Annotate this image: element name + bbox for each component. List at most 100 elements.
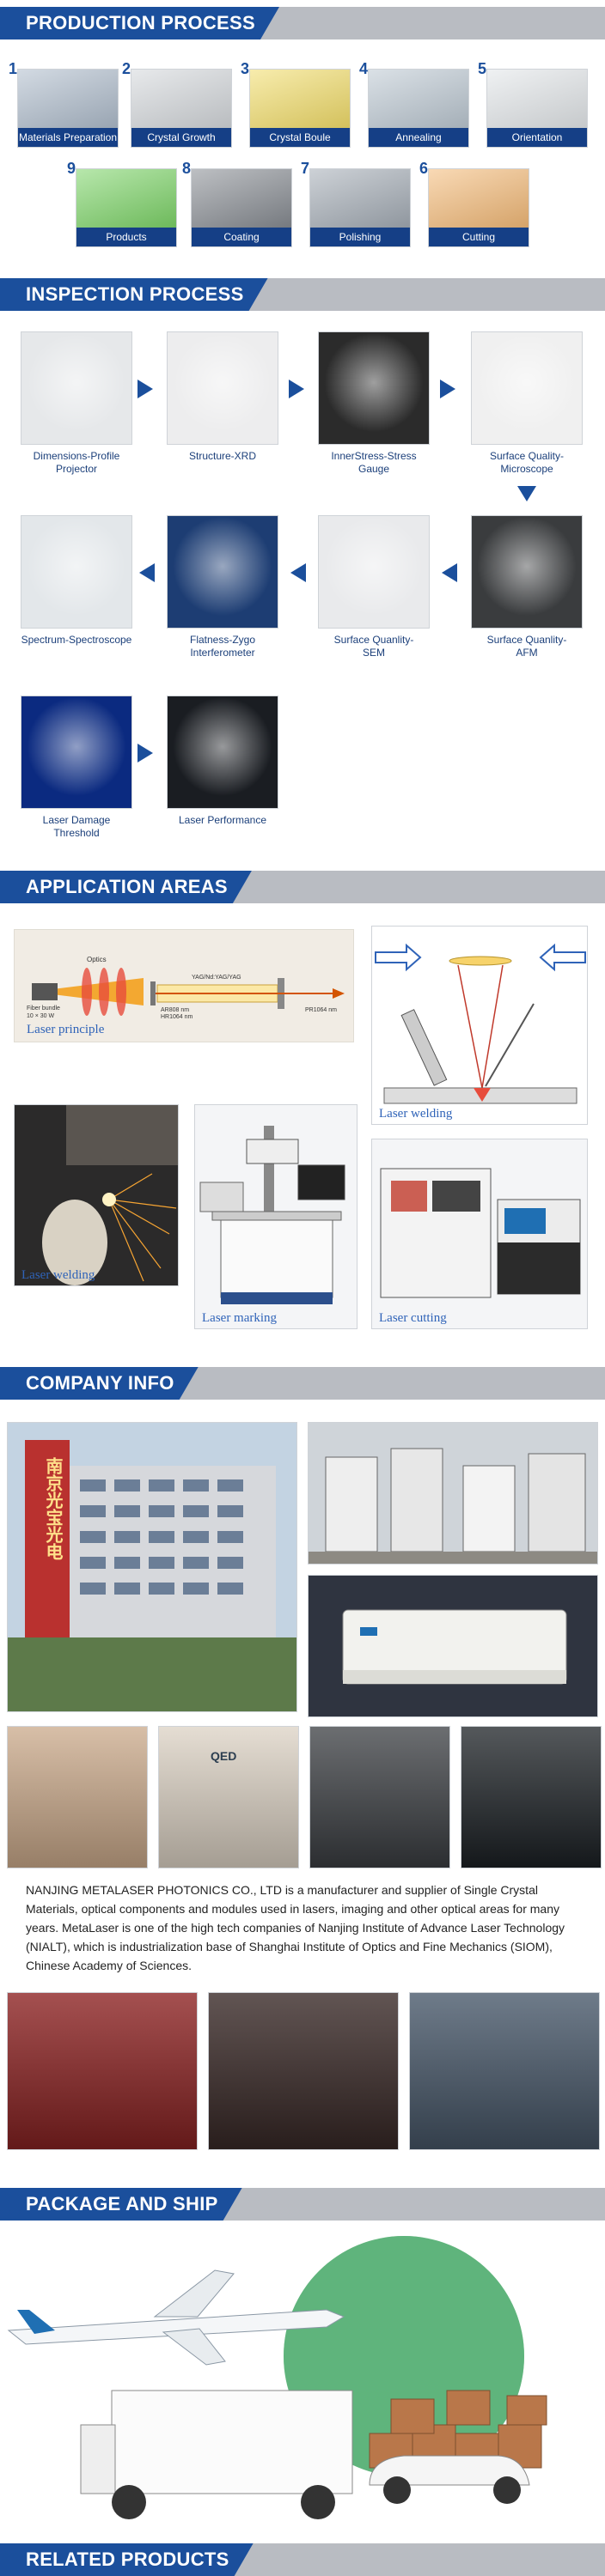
laser-welding-diagram-panel: Laser welding [371, 926, 588, 1125]
inspection-art [319, 516, 429, 628]
laser-principle-label: Laser principle [27, 1023, 105, 1036]
inspection-art [168, 332, 278, 444]
inspection-art [319, 332, 429, 444]
laser-welding-diagram-label: Laser welding [379, 1107, 453, 1121]
inspection-step-photo [167, 696, 278, 809]
inspection-step-label: Structure-XRD [150, 450, 296, 463]
company-photo-art [310, 1727, 449, 1868]
label-line-2: AFM [516, 647, 538, 659]
inspection-art [21, 332, 131, 444]
inspection-art [472, 516, 582, 628]
label-line-2: Interferometer [190, 647, 255, 659]
laser-cutting-photo: Laser cutting [371, 1139, 588, 1329]
laser-cutting-label: Laser cutting [379, 1311, 447, 1325]
inspection-step-photo [471, 515, 583, 629]
step-number: 4 [359, 60, 369, 77]
flow-arrow-icon [290, 563, 306, 582]
exhibition-photo [208, 1992, 399, 2150]
exhibition-photo [7, 1992, 198, 2150]
welding-photo-art [42, 1105, 178, 1285]
diagram-label-crystal: YAG/Nd:YAG/YAG [192, 975, 241, 981]
flow-arrow-icon [138, 744, 153, 762]
flow-arrow-icon [139, 563, 155, 582]
inspection-step-label: Spectrum-Spectroscope [3, 634, 150, 647]
step-number: 5 [478, 60, 487, 77]
company-photo-art [8, 1727, 147, 1868]
step-number: 7 [301, 160, 310, 177]
inspection-step-label: Surface Quality-Microscope [454, 450, 600, 476]
label-line-2: Gauge [358, 463, 390, 475]
section-title: RELATED PRODUCTS [0, 2543, 254, 2576]
production-step-card: Crystal Growth [131, 69, 232, 148]
step-number: 1 [9, 60, 18, 77]
company-spectroscope-photo [308, 1575, 598, 1717]
label-line-1: Surface Quality- [489, 450, 565, 462]
label-line-2: Microscope [500, 463, 553, 475]
step-caption: Polishing [310, 228, 410, 246]
laser-welding-label: Laser welding [21, 1268, 95, 1282]
inspection-step-photo [167, 331, 278, 445]
step-caption: Cutting [429, 228, 529, 246]
company-photo [461, 1726, 602, 1868]
production-process-banner: PRODUCTION PROCESS [0, 7, 605, 39]
section-title: PRODUCTION PROCESS [0, 7, 279, 39]
building-art [8, 1423, 296, 1711]
flow-arrow-icon [138, 380, 153, 398]
marking-machine-art [199, 1126, 345, 1304]
step-number: 9 [67, 160, 76, 177]
step-number: 3 [241, 60, 250, 77]
package-ship-illustration [0, 2227, 605, 2537]
package-ship-banner: PACKAGE AND SHIP [0, 2188, 605, 2221]
laser-welding-photo: Laser welding [14, 1104, 179, 1286]
flow-arrow-icon [442, 563, 457, 582]
inspection-art [21, 516, 131, 628]
qed-sign: QED [211, 1749, 237, 1763]
exhibition-photo-art [410, 1993, 599, 2149]
section-title: PACKAGE AND SHIP [0, 2188, 242, 2221]
inspection-step-photo [21, 515, 132, 629]
step-caption: Coating [192, 228, 291, 246]
production-step-card: Crystal Boule [249, 69, 351, 148]
production-step-card: Polishing [309, 168, 411, 247]
inspection-step-photo [21, 696, 132, 809]
lab-equipment-art [309, 1448, 597, 1564]
exhibition-photo-art [8, 1993, 197, 2149]
step-number: 8 [182, 160, 192, 177]
laser-principle-diagram [32, 968, 345, 1016]
shipping-art [7, 2236, 547, 2519]
inspection-step-label: Surface Quanlity-AFM [454, 634, 600, 659]
step-caption: Orientation [487, 128, 587, 147]
application-areas-banner: APPLICATION AREAS [0, 871, 605, 903]
laser-marking-photo: Laser marking [194, 1104, 358, 1329]
section-title: APPLICATION AREAS [0, 871, 252, 903]
spectroscope-art [342, 1609, 567, 1685]
step-caption: Crystal Growth [131, 128, 231, 147]
exhibition-photo-art [209, 1993, 398, 2149]
company-info-banner: COMPANY INFO [0, 1367, 605, 1400]
label-line-1: Surface Quanlity- [333, 634, 414, 646]
step-caption: Materials Preparation [18, 128, 118, 147]
inspection-step-photo [318, 515, 430, 629]
step-caption: Crystal Boule [250, 128, 350, 147]
production-step-card: Products [76, 168, 177, 247]
company-lab-equipment-photo [308, 1422, 598, 1564]
label-line-1: Spectrum-Spectroscope [21, 634, 132, 646]
company-photo [7, 1726, 148, 1868]
building-sign: 南京光宝光电 [43, 1457, 62, 1560]
flow-arrow-icon [289, 380, 304, 398]
inspection-step-photo [471, 331, 583, 445]
production-step-card: Annealing [368, 69, 469, 148]
company-photo [309, 1726, 450, 1868]
company-photo-art [159, 1727, 298, 1868]
inspection-art [168, 696, 278, 808]
cutting-machine-art [380, 1168, 581, 1298]
label-line-1: Dimensions-Profile [33, 450, 120, 462]
diagram-label-optics: Optics [87, 956, 107, 963]
production-step-card: Coating [191, 168, 292, 247]
label-line-2: Threshold [53, 827, 100, 839]
inspection-art [168, 516, 278, 628]
